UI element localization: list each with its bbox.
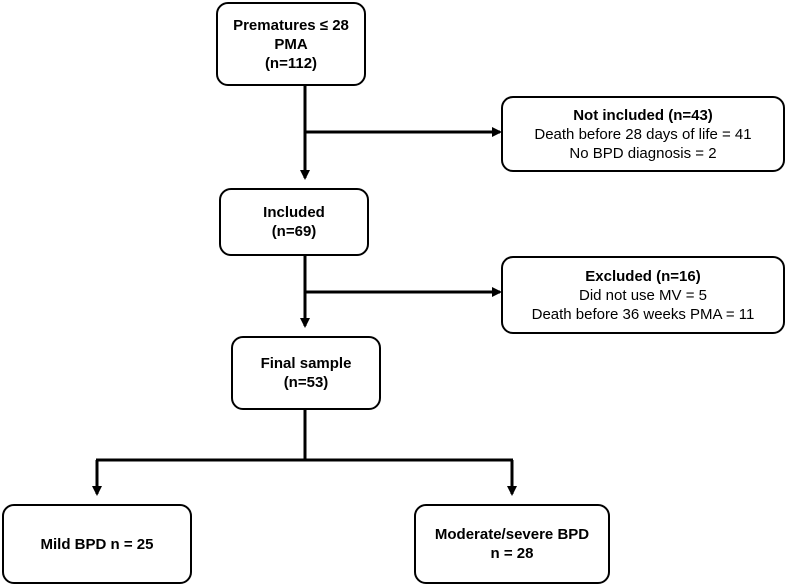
moderate-severe-bpd-line-1: Moderate/severe BPD — [434, 526, 590, 543]
mild-bpd-text: Mild BPD n = 25 — [40, 535, 154, 553]
box-moderate-severe-bpd: Moderate/severe BPD n = 28 — [414, 504, 610, 584]
prematures-line-3: (n=112) — [264, 54, 318, 72]
box-prematures: Prematures ≤ 28 PMA (n=112) — [216, 2, 366, 86]
box-not-included: Not included (n=43) Death before 28 days… — [501, 96, 785, 172]
prematures-line-2: PMA — [274, 35, 308, 53]
excluded-line-2: Death before 36 weeks PMA = 11 — [531, 305, 755, 323]
final-sample-line-1: Final sample — [260, 355, 352, 372]
moderate-severe-bpd-line-2: n = 28 — [490, 545, 534, 562]
not-included-title: Not included (n=43) — [573, 106, 713, 124]
box-excluded: Excluded (n=16) Did not use MV = 5 Death… — [501, 256, 785, 334]
box-included: Included (n=69) — [219, 188, 369, 256]
excluded-title: Excluded (n=16) — [585, 267, 701, 285]
not-included-line-1: Death before 28 days of life = 41 — [534, 125, 752, 143]
excluded-line-1: Did not use MV = 5 — [579, 286, 707, 304]
box-final-sample: Final sample (n=53) — [231, 336, 381, 410]
not-included-line-2: No BPD diagnosis = 2 — [569, 144, 717, 162]
prematures-line-1: Prematures ≤ 28 — [233, 16, 349, 34]
final-sample-line-2: (n=53) — [283, 374, 329, 391]
included-line-1: Included — [263, 204, 325, 221]
box-mild-bpd: Mild BPD n = 25 — [2, 504, 192, 584]
included-line-2: (n=69) — [271, 223, 317, 240]
